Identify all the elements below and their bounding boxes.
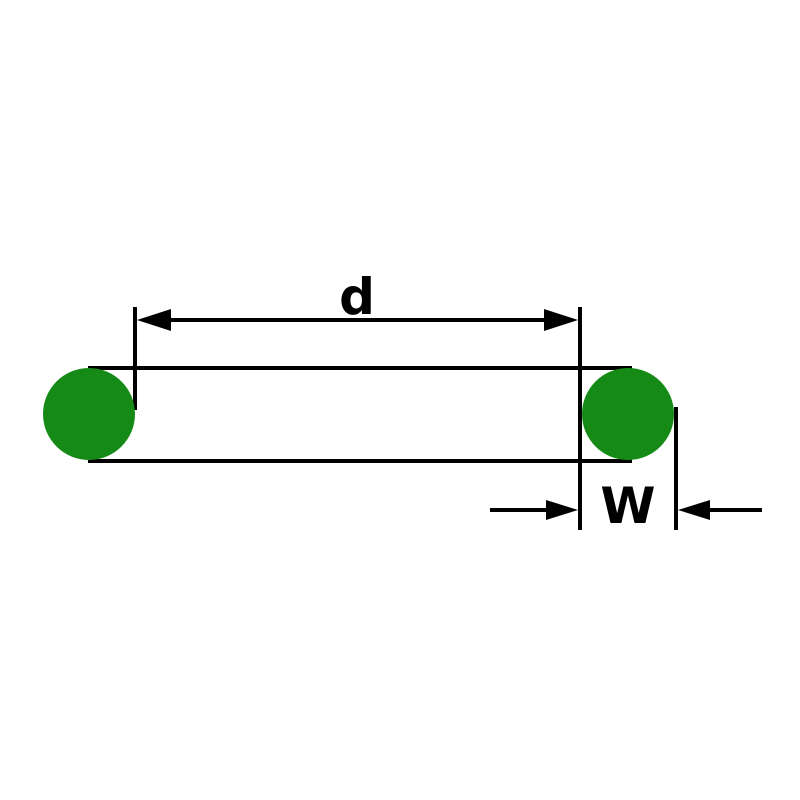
d-arrowhead-right-icon [544, 309, 578, 331]
oring-cross-section-right [582, 368, 674, 460]
d-arrowhead-left-icon [137, 309, 171, 331]
w-arrowhead-right-icon [678, 500, 710, 520]
oring-cross-section-left [43, 368, 135, 460]
inner-diameter-label: d [339, 268, 375, 326]
cross-section-width-label: W [600, 477, 655, 535]
dimension-arrowheads [137, 309, 710, 520]
diagram-lines [88, 307, 762, 530]
w-arrowhead-left-icon [546, 500, 578, 520]
